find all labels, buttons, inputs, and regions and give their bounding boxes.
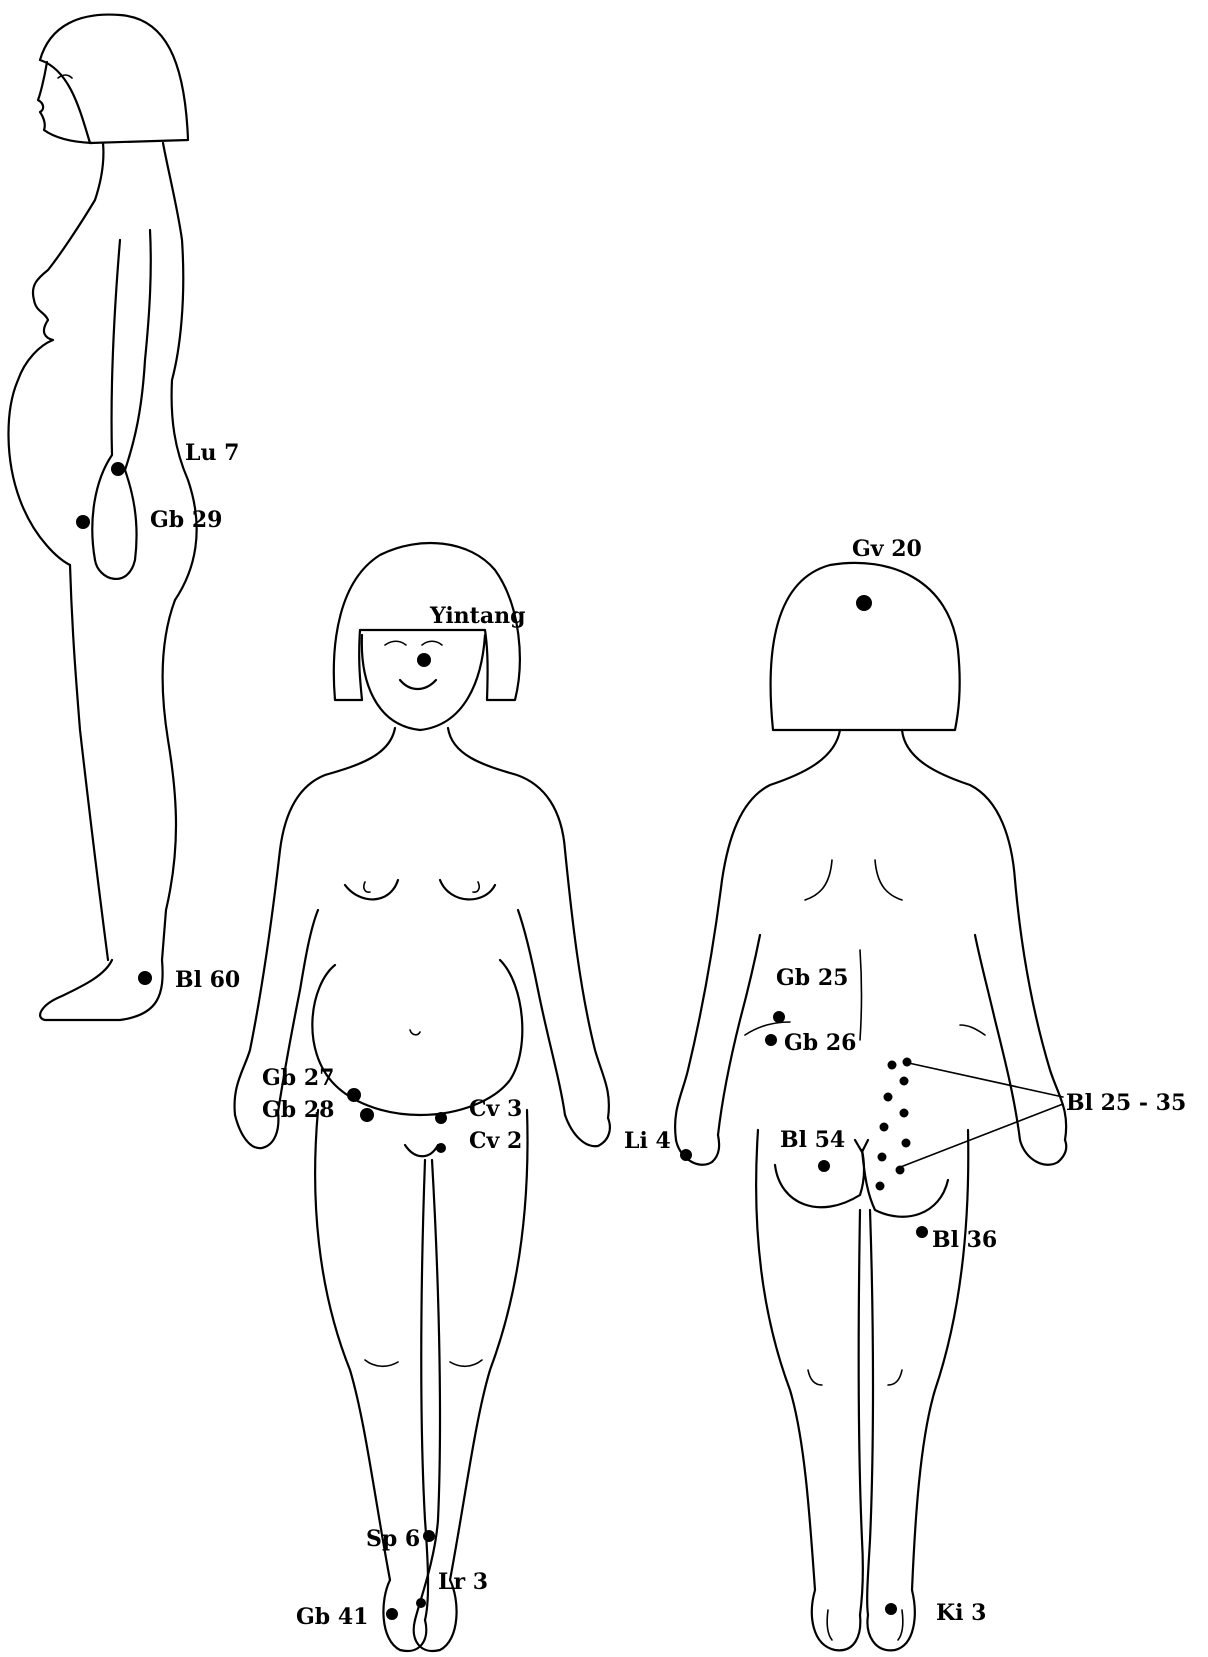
back-knee-right (888, 1370, 902, 1385)
label-gb28: Gb 28 (262, 1097, 334, 1123)
point-gb41-dot (386, 1608, 398, 1620)
label-gb25: Gb 25 (776, 965, 848, 991)
sacral-dot (900, 1077, 909, 1086)
front-belly (312, 960, 522, 1115)
point-gb29-dot (76, 515, 90, 529)
point-yintang-dot (417, 653, 431, 667)
bl25-35-leader-line (898, 1062, 1063, 1168)
back-hair (771, 563, 960, 730)
front-leg-outer-left (315, 1110, 426, 1651)
label-cv2: Cv 2 (469, 1128, 522, 1154)
label-ki3: Ki 3 (936, 1600, 986, 1626)
sacral-dot (900, 1109, 909, 1118)
back-scapula-right (875, 860, 902, 900)
back-leg-outer-right (867, 1130, 968, 1650)
side-hair (40, 15, 188, 143)
label-yintang: Yintang (429, 603, 525, 629)
front-leg-inner-left (421, 1160, 428, 1620)
label-bl60: Bl 60 (175, 967, 240, 993)
sacral-dot (888, 1061, 897, 1070)
front-navel (410, 1030, 420, 1035)
sacral-dot (878, 1153, 887, 1162)
side-eye (58, 75, 72, 78)
back-leg-inner-left (859, 1210, 863, 1615)
side-face (38, 62, 92, 143)
point-bl60-dot (138, 971, 152, 985)
back-torso-left (675, 730, 840, 1140)
point-lu7-dot (111, 462, 125, 476)
label-gb27: Gb 27 (262, 1065, 334, 1091)
point-ki3-dot (885, 1603, 897, 1615)
label-lr3: Lr 3 (438, 1569, 488, 1595)
point-sp6-dot (423, 1530, 435, 1542)
back-leg-outer-left (756, 1130, 860, 1650)
side-leg (70, 565, 108, 960)
side-arm (92, 230, 150, 579)
label-cv3: Cv 3 (469, 1096, 522, 1122)
front-breast-right (440, 880, 495, 899)
side-front (8, 143, 103, 565)
back-heel-left (827, 1610, 832, 1640)
front-nipple-left (364, 882, 370, 892)
back-view-figure (675, 563, 1066, 1650)
label-gb41: Gb 41 (296, 1604, 368, 1630)
sacral-dot (884, 1093, 893, 1102)
label-gv20: Gv 20 (852, 536, 922, 562)
back-arm-inner-right (975, 935, 1020, 1140)
back-hand-right (1020, 1140, 1066, 1165)
front-knee-left (365, 1360, 398, 1366)
back-buttocks (775, 1150, 948, 1217)
point-bl54-dot (818, 1160, 830, 1172)
label-bl25-35: Bl 25 - 35 (1066, 1090, 1186, 1116)
front-smile (400, 680, 436, 689)
front-eye-left (385, 641, 406, 645)
front-arm-inner-right (518, 910, 565, 1115)
back-hand-left (676, 1135, 719, 1165)
point-markers (76, 462, 1063, 1620)
front-knee-right (450, 1360, 482, 1366)
back-torso-right (902, 730, 1066, 1140)
back-heel-right (898, 1610, 903, 1640)
sacral-dot (876, 1182, 885, 1191)
front-torso-right (448, 728, 609, 1118)
front-hand-right (565, 1115, 610, 1146)
label-sp6: Sp 6 (366, 1526, 420, 1552)
point-labels: Lu 7 Gb 29 Bl 60 Gv 20 Yintang Gb 27 Gb … (150, 440, 1186, 1630)
back-gluteal-v (855, 1140, 868, 1152)
label-gb26: Gb 26 (784, 1030, 856, 1056)
point-lr3-dot (416, 1598, 426, 1608)
label-bl36: Bl 36 (932, 1227, 997, 1253)
point-gb27-dot (347, 1088, 361, 1102)
label-gb29: Gb 29 (150, 507, 222, 533)
point-gb26-dot (765, 1034, 777, 1046)
front-eye-right (422, 641, 442, 645)
front-crotch (405, 1145, 438, 1156)
point-gv20-dot (856, 595, 872, 611)
sacral-dot (902, 1139, 911, 1148)
back-knee-left (808, 1370, 822, 1385)
point-cv3-dot (435, 1112, 447, 1124)
label-li4: Li 4 (624, 1128, 671, 1154)
back-scapula-left (805, 860, 832, 900)
front-nipple-right (473, 882, 479, 892)
label-bl54: Bl 54 (780, 1127, 845, 1153)
sacral-dot (880, 1123, 889, 1132)
point-bl25-35-dots (876, 1058, 912, 1191)
point-bl36-dot (916, 1226, 928, 1238)
front-breast-left (345, 880, 398, 899)
back-leg-inner-right (867, 1210, 873, 1615)
back-spine (860, 950, 862, 1040)
back-arm-inner-left (718, 935, 760, 1135)
back-waist-right (960, 1025, 985, 1035)
label-lu7: Lu 7 (185, 440, 239, 466)
front-face (362, 635, 485, 730)
point-cv2-dot (436, 1143, 446, 1153)
point-gb25-dot (773, 1011, 785, 1023)
point-gb28-dot (360, 1108, 374, 1122)
point-li4-dot (680, 1149, 692, 1161)
